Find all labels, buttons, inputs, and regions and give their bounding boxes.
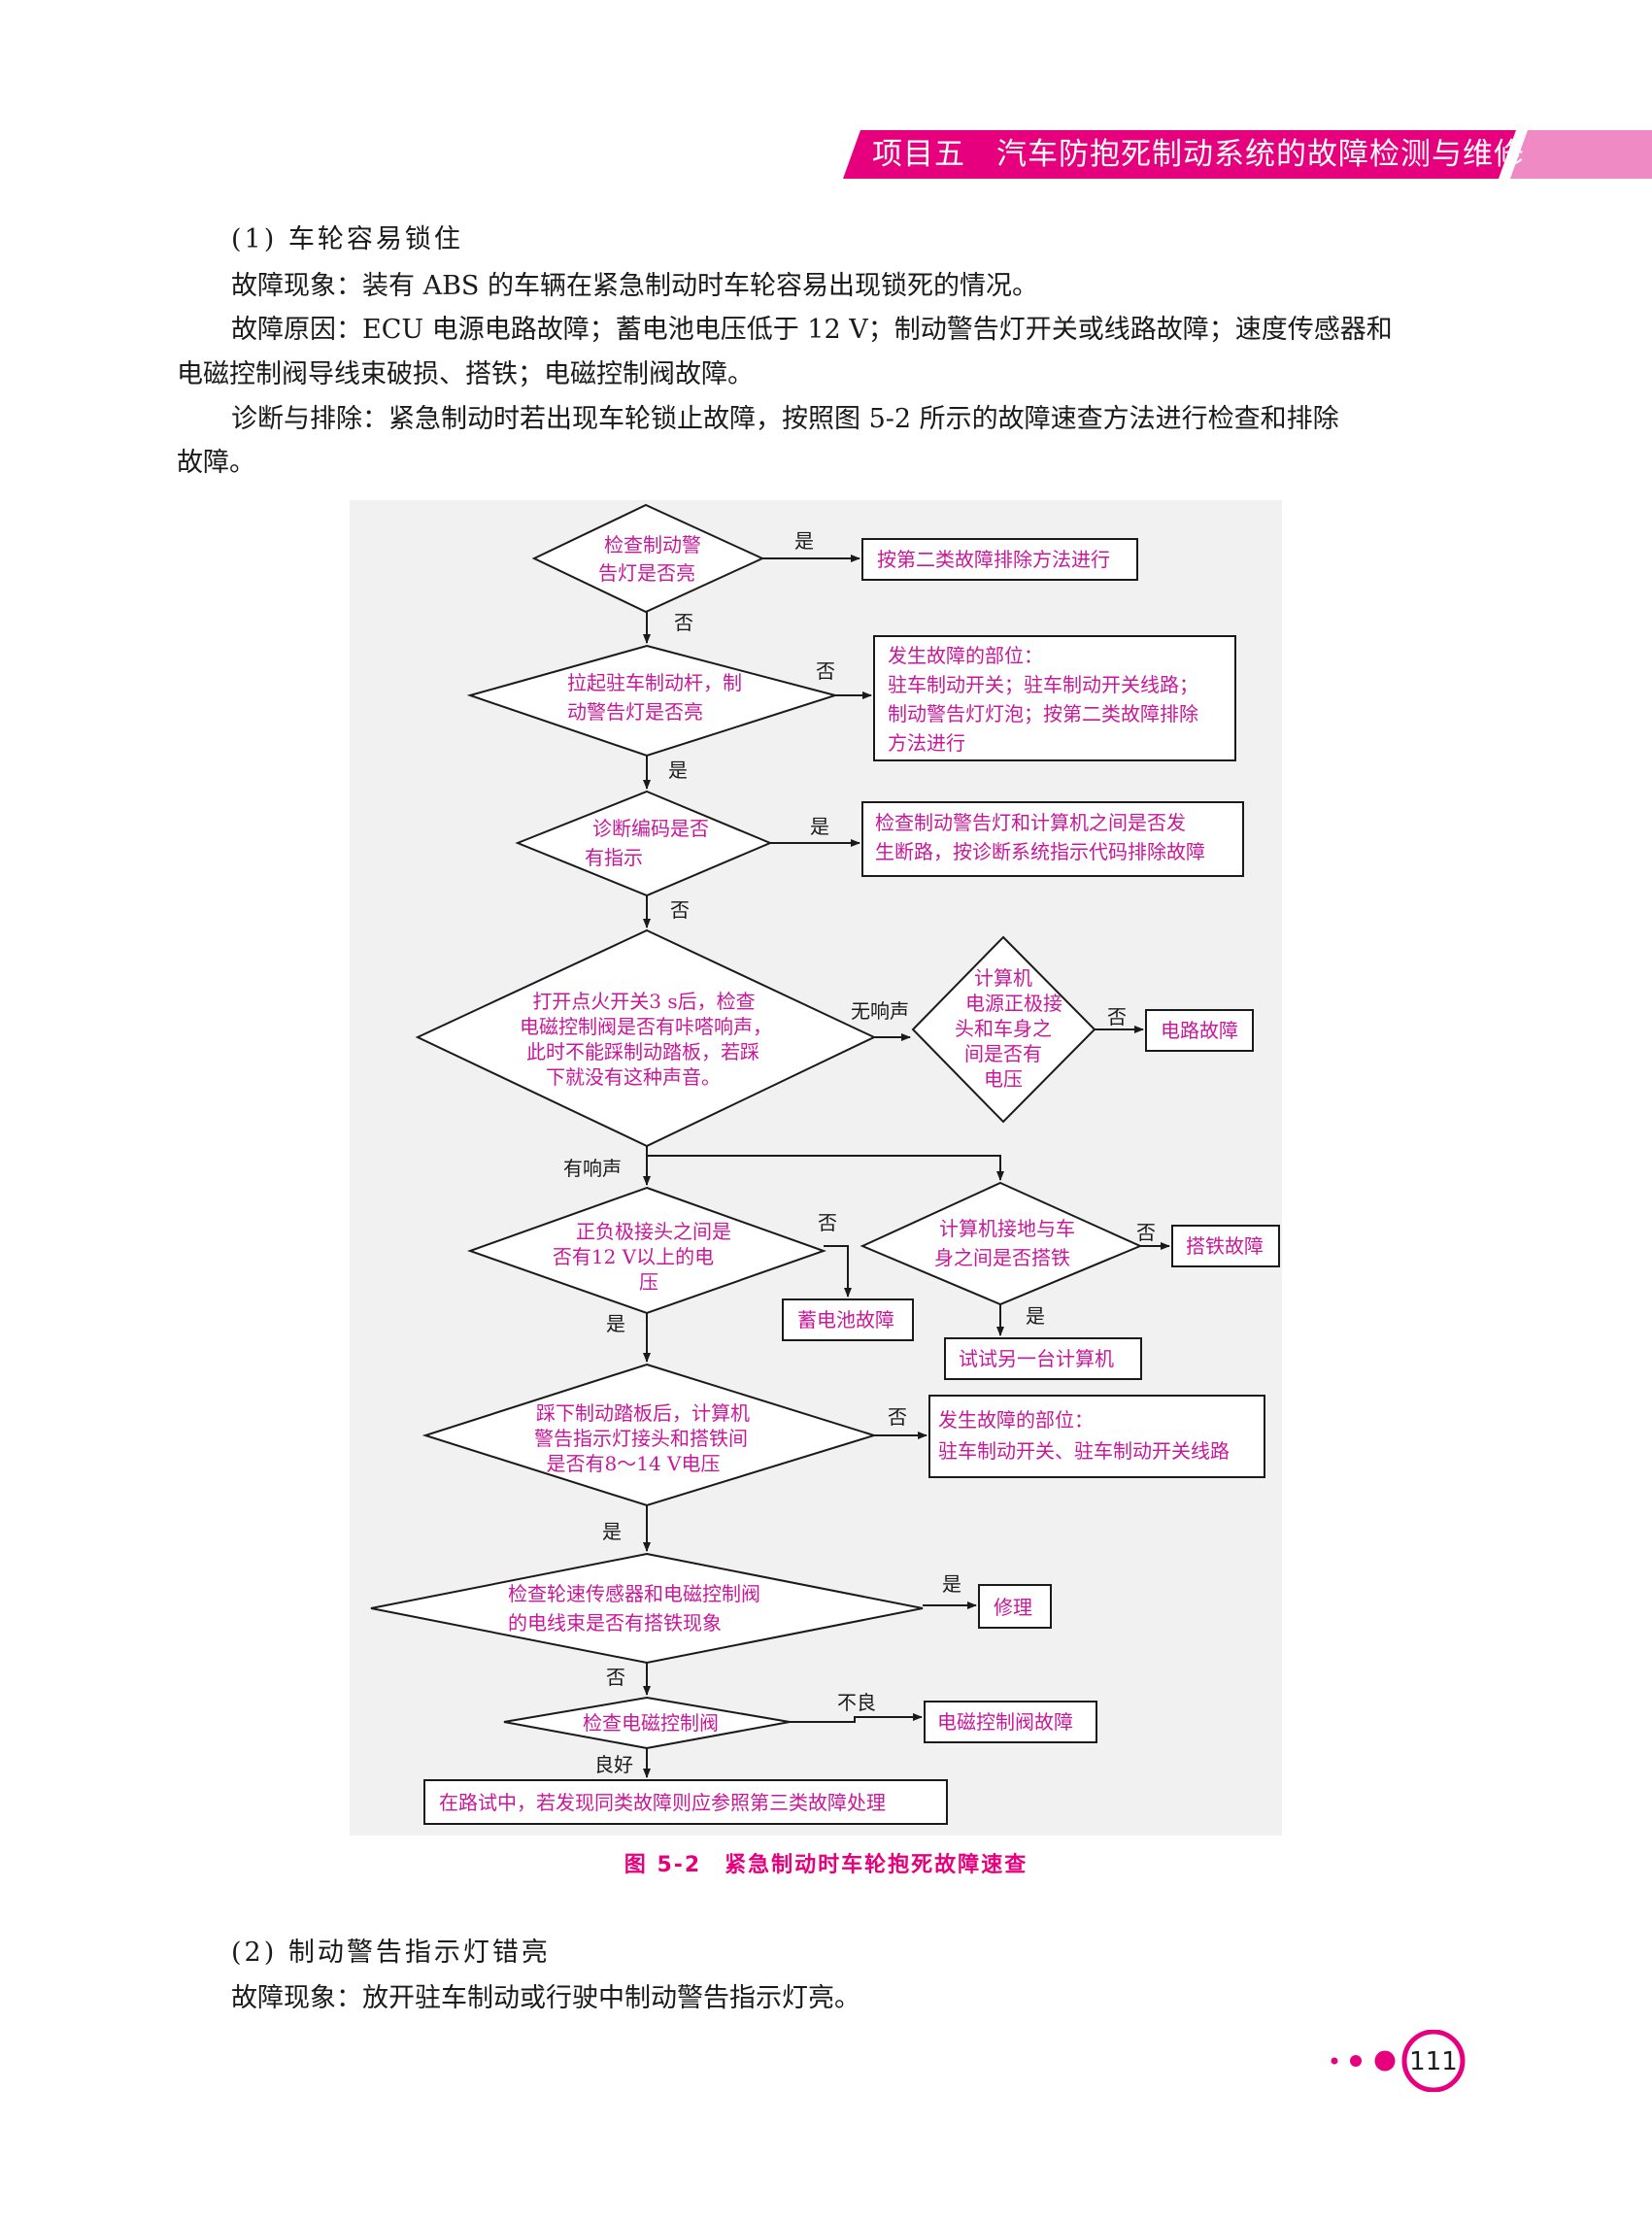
node-text-b10: 修理 (994, 1596, 1032, 1619)
node-text-d1: 检查制动警告灯是否亮 (598, 533, 701, 585)
node-text-d4: 打开点火开关3 s后，检查电磁控制阀是否有咔嗒响声，此时不能踩制动踏板，若踩下就… (520, 990, 772, 1089)
edge-label-yes: 是 (942, 1572, 961, 1596)
node-text-b5: 电路故障 (1161, 1019, 1238, 1042)
edge-label-yes: 是 (810, 815, 829, 838)
edge-label-yes: 是 (1026, 1304, 1045, 1328)
node-text-d2: 拉起驻车制动杆，制动警告灯是否亮 (567, 671, 742, 724)
edge-label-no: 否 (674, 611, 693, 634)
edge-label-yes: 是 (602, 1520, 622, 1543)
edge-label-no: 否 (1107, 1005, 1127, 1028)
node-text-b3: 检查制动警告灯和计算机之间是否发生断路，按诊断系统指示代码排除故障 (875, 811, 1205, 863)
edge-label-bad: 不良 (837, 1691, 876, 1714)
node-text-b6: 蓄电池故障 (797, 1308, 894, 1332)
edge-label-yes: 是 (606, 1312, 625, 1335)
node-text-b7: 搭铁故障 (1186, 1234, 1264, 1258)
header-bar (843, 130, 1652, 179)
node-text-b8: 试试另一台计算机 (959, 1347, 1114, 1370)
fault-cause-line-2: 电磁控制阀导线束破损、搭铁；电磁控制阀故障。 (177, 359, 754, 389)
section-heading-1: (1) 车轮容易锁住 (231, 224, 463, 254)
node-text-b1: 按第二类故障排除方法进行 (877, 548, 1110, 571)
node-text-b2: 发生故障的部位：驻车制动开关；驻车制动开关线路；制动警告灯灯泡；按第二类故障排除… (888, 644, 1198, 755)
edge-label-yes: 是 (668, 759, 688, 782)
edge-label-no-sound: 无响声 (851, 999, 909, 1023)
node-text-b12: 在路试中，若发现同类故障则应参照第三类故障处理 (439, 1791, 886, 1814)
edge-label-no: 否 (1136, 1221, 1156, 1244)
box-road-test (423, 1779, 948, 1825)
decision-ecu-power (911, 935, 1096, 1124)
box-try-another-ecu (944, 1337, 1142, 1380)
node-text-b9: 发生故障的部位：驻车制动开关、驻车制动开关线路 (938, 1408, 1230, 1463)
diagnosis-line-2: 故障。 (177, 448, 255, 478)
edge-label-no: 否 (888, 1405, 907, 1429)
edge-label-no: 否 (670, 898, 690, 922)
box-parking-fault-location (873, 635, 1236, 761)
node-text-d5: 计算机电源正极接头和车身之间是否有电压 (955, 966, 1062, 1091)
edge-label-no: 否 (606, 1666, 625, 1689)
node-text-b11: 电磁控制阀故障 (937, 1710, 1073, 1734)
box-ground-fault (1171, 1225, 1280, 1267)
chapter-title: 项目五 汽车防抱死制动系统的故障检测与维修 (872, 137, 1525, 172)
fault-symptom-2: 故障现象：放开驻车制动或行驶中制动警告指示灯亮。 (231, 1983, 860, 2013)
fault-cause-line-1: 故障原因：ECU 电源电路故障；蓄电池电压低于 12 V；制动警告灯开关或线路故… (231, 315, 1393, 345)
box-solenoid-fault (924, 1701, 1097, 1743)
section-heading-2: (2) 制动警告指示灯错亮 (231, 1938, 551, 1968)
box-second-class-method (861, 538, 1138, 581)
fault-symptom-1: 故障现象：装有 ABS 的车辆在紧急制动时车轮容易出现锁死的情况。 (231, 271, 1039, 301)
diagnosis-line-1: 诊断与排除：紧急制动时若出现车轮锁止故障，按照图 5-2 所示的故障速查方法进行… (231, 404, 1339, 434)
edge-label-no: 否 (816, 659, 835, 683)
node-text-d6: 正负极接头之间是否有12 V以上的电压 (553, 1220, 731, 1294)
edge-label-yes: 是 (794, 529, 814, 553)
fault-flowchart: 检查制动警告灯是否亮 按第二类故障排除方法进行 拉起驻车制动杆，制动警告灯是否亮… (350, 500, 1282, 1836)
edge-label-no: 否 (818, 1211, 837, 1234)
box-repair (978, 1584, 1052, 1629)
box-circuit-fault (1145, 1009, 1254, 1052)
box-battery-fault (782, 1298, 914, 1341)
node-text-d8: 踩下制动踏板后，计算机警告指示灯接头和搭铁间是否有8～14 V电压 (534, 1401, 750, 1475)
node-text-d10: 检查电磁控制阀 (583, 1711, 719, 1735)
page-number-decoration (1331, 2030, 1466, 2092)
box-switch-fault-location (928, 1395, 1265, 1478)
figure-caption: 图 5-2 紧急制动时车轮抱死故障速查 (624, 1853, 1028, 1877)
node-text-d9: 检查轮速传感器和电磁控制阀的电线束是否有搭铁现象 (508, 1582, 760, 1635)
box-check-open-circuit (861, 801, 1244, 877)
edge-label-good: 良好 (594, 1753, 633, 1776)
node-text-d3: 诊断编码是否有指示 (585, 817, 709, 869)
edge-label-has-sound: 有响声 (563, 1157, 622, 1180)
node-text-d7: 计算机接地与车身之间是否搭铁 (934, 1217, 1075, 1269)
page-number: 111 (1409, 2047, 1458, 2076)
